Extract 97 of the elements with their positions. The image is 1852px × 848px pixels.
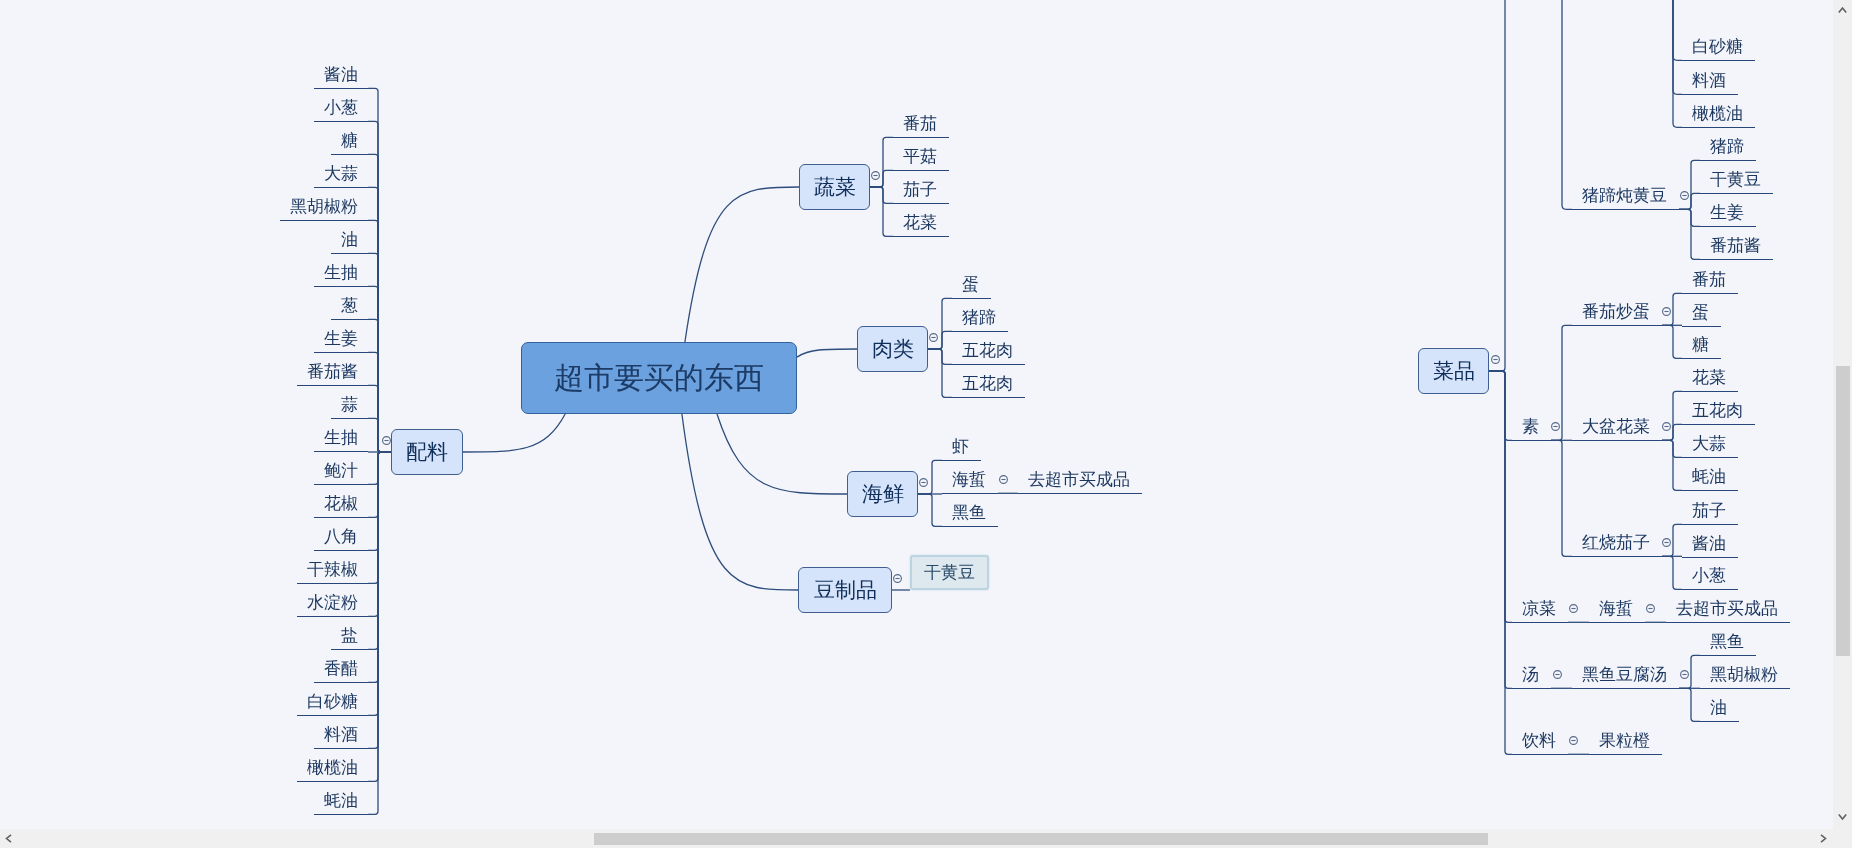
subtopic-label: 生抽 — [314, 260, 368, 287]
topic-box: 豆制品 — [798, 567, 892, 613]
central-topic-box: 超市要买的东西 — [521, 342, 797, 414]
subtopic-label: 水淀粉 — [297, 590, 368, 617]
subtopic-label: 海蜇 — [942, 467, 998, 494]
subtopic-label: 白砂糖 — [1682, 34, 1755, 61]
subtopic-label: 大蒜 — [1682, 431, 1738, 458]
topic-box: 肉类 — [857, 326, 928, 372]
subtopic-label: 黑鱼 — [942, 500, 998, 527]
subtopic-label: 茄子 — [1682, 498, 1738, 525]
connector-line — [869, 186, 894, 237]
topic-box: 蔬菜 — [799, 164, 870, 210]
subtopic-label: 猪蹄 — [952, 305, 1008, 332]
connector-line — [1567, 753, 1590, 755]
subtopic-label: 葱 — [331, 293, 368, 320]
subtopic-label: 生抽 — [314, 425, 368, 452]
subtopic-label: 平菇 — [893, 144, 949, 171]
subtopic-label: 茄子 — [893, 177, 949, 204]
subtopic-label: 去超市买成品 — [1018, 467, 1142, 494]
subtopic-label: 黑胡椒粉 — [280, 194, 368, 221]
topic-box: 海鲜 — [847, 471, 918, 517]
subtopic-label: 五花肉 — [1682, 398, 1755, 425]
subtopic-label: 海蜇 — [1589, 596, 1645, 623]
connector-line — [1678, 208, 1701, 260]
subtopic-label: 五花肉 — [952, 338, 1025, 365]
subtopic-label: 油 — [1700, 695, 1739, 722]
subtopic-label: 生姜 — [314, 326, 368, 353]
subtopic-label: 白砂糖 — [297, 689, 368, 716]
subtopic-label: 番茄 — [1682, 267, 1738, 294]
connector-line — [1644, 621, 1667, 623]
subtopic-label: 小葱 — [1682, 563, 1738, 590]
subtopic-label: 果粒橙 — [1589, 728, 1662, 755]
connector-line — [1561, 0, 1573, 210]
subtopic-label: 番茄酱 — [1700, 233, 1773, 260]
subtopic-label: 糖 — [1682, 332, 1721, 359]
subtopic-label: 猪蹄炖黄豆 — [1572, 183, 1679, 210]
subtopic-label: 黑鱼 — [1700, 629, 1756, 656]
subtopic-label: 猪蹄 — [1700, 134, 1756, 161]
subtopic-label: 大蒜 — [314, 161, 368, 188]
subtopic-label: 小葱 — [314, 95, 368, 122]
connector-line — [681, 413, 799, 591]
connector-line — [927, 348, 953, 398]
connector-line — [684, 186, 800, 343]
subtopic-label: 酱油 — [314, 62, 368, 89]
subtopic-label: 蚝油 — [314, 788, 368, 815]
subtopic-label: 番茄 — [893, 111, 949, 138]
topic-box: 菜品 — [1418, 348, 1489, 394]
connector-line — [1550, 687, 1573, 689]
subtopic-label: 干黄豆 — [1700, 167, 1773, 194]
topic-box: 配料 — [391, 429, 463, 475]
connector-line — [1567, 621, 1590, 623]
subtopic-label: 花菜 — [893, 210, 949, 237]
connector-line — [716, 413, 848, 495]
connector-line — [917, 493, 943, 527]
subtopic-label: 蚝油 — [1682, 464, 1738, 491]
subtopic-label: 饮料 — [1512, 728, 1568, 755]
subtopic-label: 五花肉 — [952, 371, 1025, 398]
subtopic-label: 花椒 — [314, 491, 368, 518]
connector-line — [1672, 0, 1683, 128]
subtopic-label: 虾 — [942, 434, 981, 461]
subtopic-label: 汤 — [1512, 662, 1551, 689]
subtopic-label: 酱油 — [1682, 530, 1738, 558]
subtopic-label: 番茄炒蛋 — [1572, 299, 1662, 326]
subtopic-label: 橄榄油 — [297, 755, 368, 782]
subtopic-label: 蛋 — [952, 272, 991, 299]
subtopic-label: 凉菜 — [1512, 596, 1568, 623]
subtopic-label: 红烧茄子 — [1572, 530, 1662, 557]
connector-line — [1678, 687, 1701, 722]
selected-topic-box: 干黄豆 — [910, 555, 989, 590]
connector-line — [1661, 439, 1683, 491]
connector-line — [462, 413, 566, 453]
subtopic-label: 料酒 — [1682, 68, 1738, 95]
subtopic-label: 干辣椒 — [297, 557, 368, 584]
connector-line — [1550, 439, 1573, 557]
connector-line — [796, 348, 858, 358]
subtopic-label: 生姜 — [1700, 200, 1756, 227]
subtopic-label: 鲍汁 — [314, 458, 368, 485]
connector-line — [997, 492, 1019, 494]
connector-line — [891, 589, 911, 591]
subtopic-label: 黑鱼豆腐汤 — [1572, 662, 1679, 689]
connector-line — [1661, 555, 1683, 590]
subtopic-label: 八角 — [314, 524, 368, 551]
subtopic-label: 大盆花菜 — [1572, 414, 1662, 441]
subtopic-label: 料酒 — [314, 722, 368, 749]
subtopic-label: 盐 — [331, 623, 368, 650]
subtopic-label: 油 — [331, 227, 368, 254]
subtopic-label: 蛋 — [1682, 299, 1721, 327]
connector-line — [1661, 324, 1683, 359]
subtopic-label: 香醋 — [314, 656, 368, 683]
subtopic-label: 番茄酱 — [297, 359, 368, 386]
subtopic-label: 花菜 — [1682, 365, 1738, 392]
subtopic-label: 素 — [1512, 414, 1551, 441]
subtopic-label: 橄榄油 — [1682, 101, 1755, 128]
subtopic-label: 蒜 — [331, 392, 368, 419]
subtopic-label: 糖 — [331, 128, 368, 155]
subtopic-label: 黑胡椒粉 — [1700, 662, 1790, 689]
subtopic-label: 去超市买成品 — [1666, 596, 1790, 623]
